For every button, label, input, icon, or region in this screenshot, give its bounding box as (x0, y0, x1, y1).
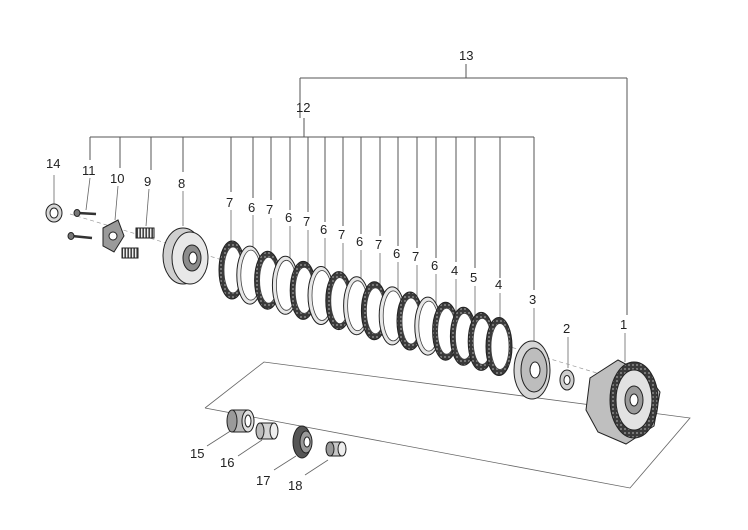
label-2: 2 (563, 321, 570, 336)
label-7a: 7 (226, 195, 233, 210)
part-labels: 13 12 14 11 10 9 8 7 6 7 6 7 6 7 6 7 6 7… (46, 48, 627, 493)
label-7b: 7 (266, 202, 273, 217)
label-11: 11 (82, 163, 96, 178)
assembly-bracket-13 (299, 64, 628, 315)
part-15-bearing (226, 409, 255, 433)
part-18-collar (325, 441, 347, 457)
label-13: 13 (459, 48, 473, 63)
label-18: 18 (288, 478, 302, 493)
label-7d: 7 (338, 227, 345, 242)
part-8-hub (162, 227, 209, 285)
label-6b: 6 (285, 210, 292, 225)
assembly-bracket-12 (89, 118, 535, 290)
label-4a: 4 (451, 263, 458, 278)
part-11-bolts (67, 209, 97, 240)
label-6a: 6 (248, 200, 255, 215)
part-1-housing (585, 359, 661, 445)
label-14: 14 (46, 156, 60, 171)
part-16-bushing (255, 422, 279, 440)
part-2-washer (559, 369, 575, 391)
label-17: 17 (256, 473, 270, 488)
label-7e: 7 (375, 237, 382, 252)
auxiliary-parts-frame (204, 361, 691, 489)
label-15: 15 (190, 446, 204, 461)
clutch-plates-stack (218, 240, 513, 376)
plate-bore (490, 323, 510, 370)
label-4b: 4 (495, 277, 502, 292)
label-12: 12 (296, 100, 310, 115)
label-10: 10 (110, 171, 124, 186)
label-1: 1 (620, 317, 627, 332)
part-14-seal (45, 203, 63, 223)
label-9: 9 (144, 174, 151, 189)
label-6c: 6 (320, 222, 327, 237)
label-6e: 6 (393, 246, 400, 261)
label-7c: 7 (303, 214, 310, 229)
label-5: 5 (470, 270, 477, 285)
label-7f: 7 (412, 249, 419, 264)
label-6d: 6 (356, 234, 363, 249)
label-3: 3 (529, 292, 536, 307)
label-8: 8 (178, 176, 185, 191)
part-9-springs (121, 227, 155, 259)
label-6f: 6 (431, 258, 438, 273)
part-10-bracket (102, 219, 125, 253)
label-16: 16 (220, 455, 234, 470)
part-3-pressure-plate (513, 340, 551, 400)
part-17-gear (292, 425, 313, 459)
